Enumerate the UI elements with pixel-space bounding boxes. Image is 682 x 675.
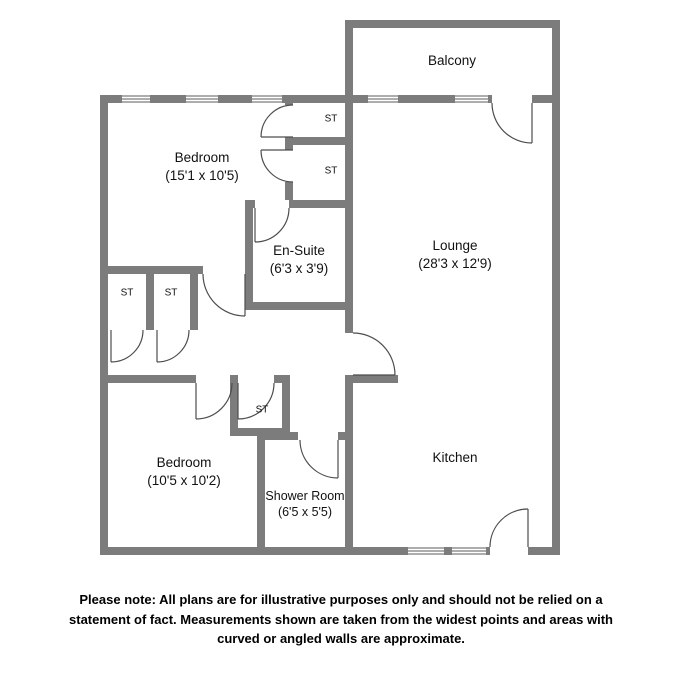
door-opening bbox=[490, 547, 528, 555]
wall-segment bbox=[245, 302, 353, 310]
room-dims: (28'3 x 12'9) bbox=[418, 256, 492, 271]
room-label-kitchen: Kitchen bbox=[432, 449, 477, 467]
door-opening bbox=[255, 200, 289, 208]
room-dims: (6'3 x 3'9) bbox=[269, 261, 329, 276]
windows-group bbox=[122, 95, 488, 555]
door-swing bbox=[489, 508, 529, 548]
wall-segment bbox=[282, 375, 290, 436]
door-swing bbox=[491, 102, 533, 144]
window bbox=[252, 95, 282, 103]
room-label-bedroom-top: Bedroom (15'1 x 10'5) bbox=[165, 149, 238, 185]
wall-segment bbox=[345, 20, 353, 333]
closet-label-st-left-2: ST bbox=[164, 287, 178, 299]
closet-label-st-top-2: ST bbox=[324, 165, 338, 177]
window bbox=[408, 547, 444, 555]
window bbox=[186, 95, 218, 103]
wall-segment bbox=[257, 432, 298, 440]
wall-segment bbox=[230, 375, 238, 436]
closet-label-st-left-1: ST bbox=[120, 287, 134, 299]
room-name: Shower Room bbox=[265, 489, 345, 503]
door-opening bbox=[285, 105, 293, 137]
doors-group bbox=[110, 102, 533, 548]
room-name: Bedroom bbox=[174, 150, 230, 165]
door-swing bbox=[299, 439, 339, 479]
door-swing bbox=[352, 332, 396, 376]
disclaimer-text: Please note: All plans are for illustrat… bbox=[69, 592, 613, 646]
door-swing bbox=[254, 207, 290, 243]
room-label-bedroom-bottom: Bedroom (10'5 x 10'2) bbox=[147, 454, 220, 490]
room-label-ensuite: En-Suite (6'3 x 3'9) bbox=[270, 242, 328, 278]
window bbox=[452, 547, 486, 555]
wall-segment bbox=[100, 95, 108, 555]
wall-segment bbox=[257, 432, 265, 547]
room-dims: (15'1 x 10'5) bbox=[165, 168, 239, 183]
room-name: Bedroom bbox=[156, 455, 212, 470]
door-swing bbox=[202, 273, 246, 317]
wall-segment bbox=[245, 200, 253, 310]
door-swing bbox=[260, 104, 294, 138]
door-opening bbox=[345, 333, 353, 375]
wall-segment bbox=[190, 266, 198, 330]
wall-segment bbox=[285, 137, 353, 145]
door-swing bbox=[156, 329, 190, 363]
wall-segment bbox=[345, 20, 560, 28]
room-dims: (6'5 x 5'5) bbox=[277, 505, 333, 519]
wall-segment bbox=[100, 95, 560, 103]
window bbox=[455, 95, 488, 103]
door-swing bbox=[260, 149, 294, 183]
room-name: Kitchen bbox=[432, 450, 478, 465]
room-label-balcony: Balcony bbox=[428, 52, 476, 70]
door-swing bbox=[195, 382, 233, 420]
wall-segment bbox=[245, 200, 353, 208]
door-opening bbox=[285, 150, 293, 182]
closet-label-st-hall: ST bbox=[255, 404, 269, 416]
wall-segment bbox=[146, 266, 154, 330]
room-name: Balcony bbox=[427, 53, 477, 68]
wall-segment bbox=[338, 432, 353, 440]
room-dims: (10'5 x 10'2) bbox=[147, 473, 221, 488]
room-name: Lounge bbox=[432, 238, 478, 253]
door-cutouts-group bbox=[255, 95, 532, 555]
wall-segment bbox=[552, 20, 560, 555]
wall-segment bbox=[100, 547, 560, 555]
wall-segment bbox=[345, 375, 353, 555]
door-swing bbox=[237, 382, 275, 420]
window bbox=[122, 95, 150, 103]
room-label-shower-room: Shower Room (6'5 x 5'5) bbox=[265, 488, 344, 520]
room-name: En-Suite bbox=[273, 243, 325, 258]
room-label-lounge: Lounge (28'3 x 12'9) bbox=[418, 237, 491, 273]
window bbox=[368, 95, 398, 103]
wall-segment bbox=[353, 375, 398, 383]
door-swing bbox=[110, 329, 144, 363]
closet-label-st-top-1: ST bbox=[324, 113, 338, 125]
walls-group bbox=[100, 20, 560, 555]
wall-segment bbox=[100, 375, 196, 383]
door-opening bbox=[492, 95, 532, 103]
